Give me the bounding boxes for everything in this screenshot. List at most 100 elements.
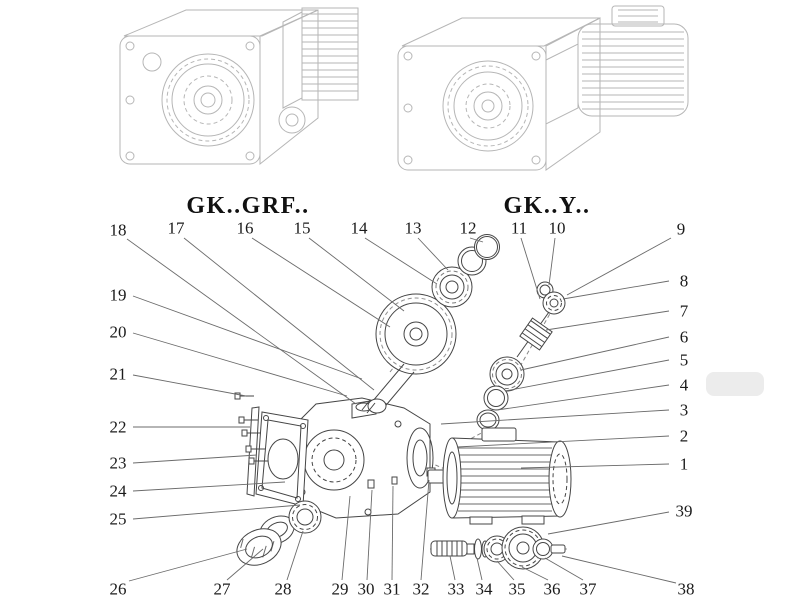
leader-line <box>520 463 670 469</box>
leader-line <box>417 237 449 271</box>
part-number: 37 <box>580 580 598 599</box>
leader-line <box>126 238 357 405</box>
leader-line <box>341 495 351 581</box>
part-number: 30 <box>358 580 375 599</box>
leader-line <box>548 237 556 286</box>
leader-line <box>132 332 348 397</box>
leader-line <box>132 295 363 380</box>
part-number: 35 <box>509 580 526 599</box>
leader-line <box>521 566 549 581</box>
callout-38: 38 <box>561 555 695 599</box>
gearmotor-illustration-y <box>397 5 689 171</box>
callout-29: 29 <box>332 495 351 599</box>
leader-line <box>520 237 541 300</box>
leader-line <box>496 384 670 411</box>
part-number: 33 <box>448 580 465 599</box>
callout-17: 17 <box>168 219 375 391</box>
leader-line <box>566 237 672 296</box>
part-number: 5 <box>680 351 689 370</box>
part-number: 1 <box>680 455 689 474</box>
part-number: 11 <box>511 219 527 238</box>
callout-22: 22 <box>110 418 250 437</box>
leader-line <box>545 310 670 331</box>
part-number: 36 <box>544 580 561 599</box>
callout-23: 23 <box>110 454 258 473</box>
flange-bolts <box>234 392 268 465</box>
leader-line <box>544 557 584 581</box>
callout-30: 30 <box>358 489 375 599</box>
leader-line <box>547 511 670 535</box>
model-label-grf: GK..GRF.. <box>186 193 309 219</box>
part-number: 3 <box>680 401 689 420</box>
part-number: 34 <box>476 580 494 599</box>
leader-line <box>476 557 483 581</box>
leader-line <box>440 409 670 425</box>
part-number: 7 <box>680 302 689 321</box>
callout-36: 36 <box>521 566 561 599</box>
callout-11: 11 <box>511 219 541 300</box>
callout-26: 26 <box>110 548 248 599</box>
callout-7: 7 <box>545 302 689 331</box>
model-label-y: GK..Y.. <box>504 193 591 219</box>
leader-line <box>449 555 456 581</box>
callout-9: 9 <box>566 220 686 296</box>
leader-line <box>308 237 405 312</box>
callout-15: 15 <box>294 219 405 312</box>
leader-line <box>132 504 301 520</box>
callout-14: 14 <box>351 219 438 285</box>
part-number: 32 <box>413 580 430 599</box>
leader-line <box>183 237 375 391</box>
mounting-flange <box>246 406 309 507</box>
leader-line <box>251 237 391 328</box>
leader-line <box>286 530 304 581</box>
leader-line <box>456 435 670 448</box>
part-number: 39 <box>676 502 693 521</box>
callout-19: 19 <box>110 286 363 380</box>
shim-rings-and-bearing <box>236 500 322 566</box>
part-number: 9 <box>677 220 686 239</box>
part-number: 27 <box>214 580 232 599</box>
callout-5: 5 <box>504 351 689 392</box>
part-number: 19 <box>110 286 127 305</box>
leader-line <box>226 548 264 581</box>
part-number: 14 <box>351 219 369 238</box>
callout-18: 18 <box>110 221 357 405</box>
input-bearing-stack <box>431 234 500 308</box>
leader-line <box>520 336 670 371</box>
callout-6: 6 <box>520 328 688 371</box>
part-number: 2 <box>680 427 689 446</box>
callout-4: 4 <box>496 376 689 411</box>
callout-31: 31 <box>384 485 401 599</box>
output-shaft-assembly <box>430 526 566 570</box>
callout-39: 39 <box>547 502 693 535</box>
part-number: 23 <box>110 454 127 473</box>
part-number: 8 <box>680 272 689 291</box>
callout-3: 3 <box>440 401 689 425</box>
callout-28: 28 <box>275 530 304 599</box>
leader-line <box>132 454 258 464</box>
callout-32: 32 <box>413 479 430 599</box>
part-number: 16 <box>237 219 254 238</box>
leader-line <box>504 359 670 392</box>
callout-24: 24 <box>110 482 286 501</box>
leader-line <box>420 479 430 581</box>
bevel-gear-shaft-assembly <box>361 293 457 414</box>
callout-8: 8 <box>562 272 689 300</box>
part-number: 25 <box>110 510 127 529</box>
part-number: 10 <box>549 219 566 238</box>
callout-25: 25 <box>110 504 301 529</box>
gear-housing <box>291 397 436 519</box>
electric-motor <box>427 427 572 525</box>
callout-35: 35 <box>496 560 526 599</box>
callout-16: 16 <box>237 219 391 328</box>
callout-27: 27 <box>214 548 264 599</box>
callout-1: 1 <box>520 455 689 474</box>
leader-line <box>128 548 248 582</box>
callout-20: 20 <box>110 323 348 397</box>
leader-line <box>366 489 373 581</box>
part-number: 12 <box>460 219 477 238</box>
leader-line <box>562 280 670 300</box>
callout-33: 33 <box>448 555 465 599</box>
